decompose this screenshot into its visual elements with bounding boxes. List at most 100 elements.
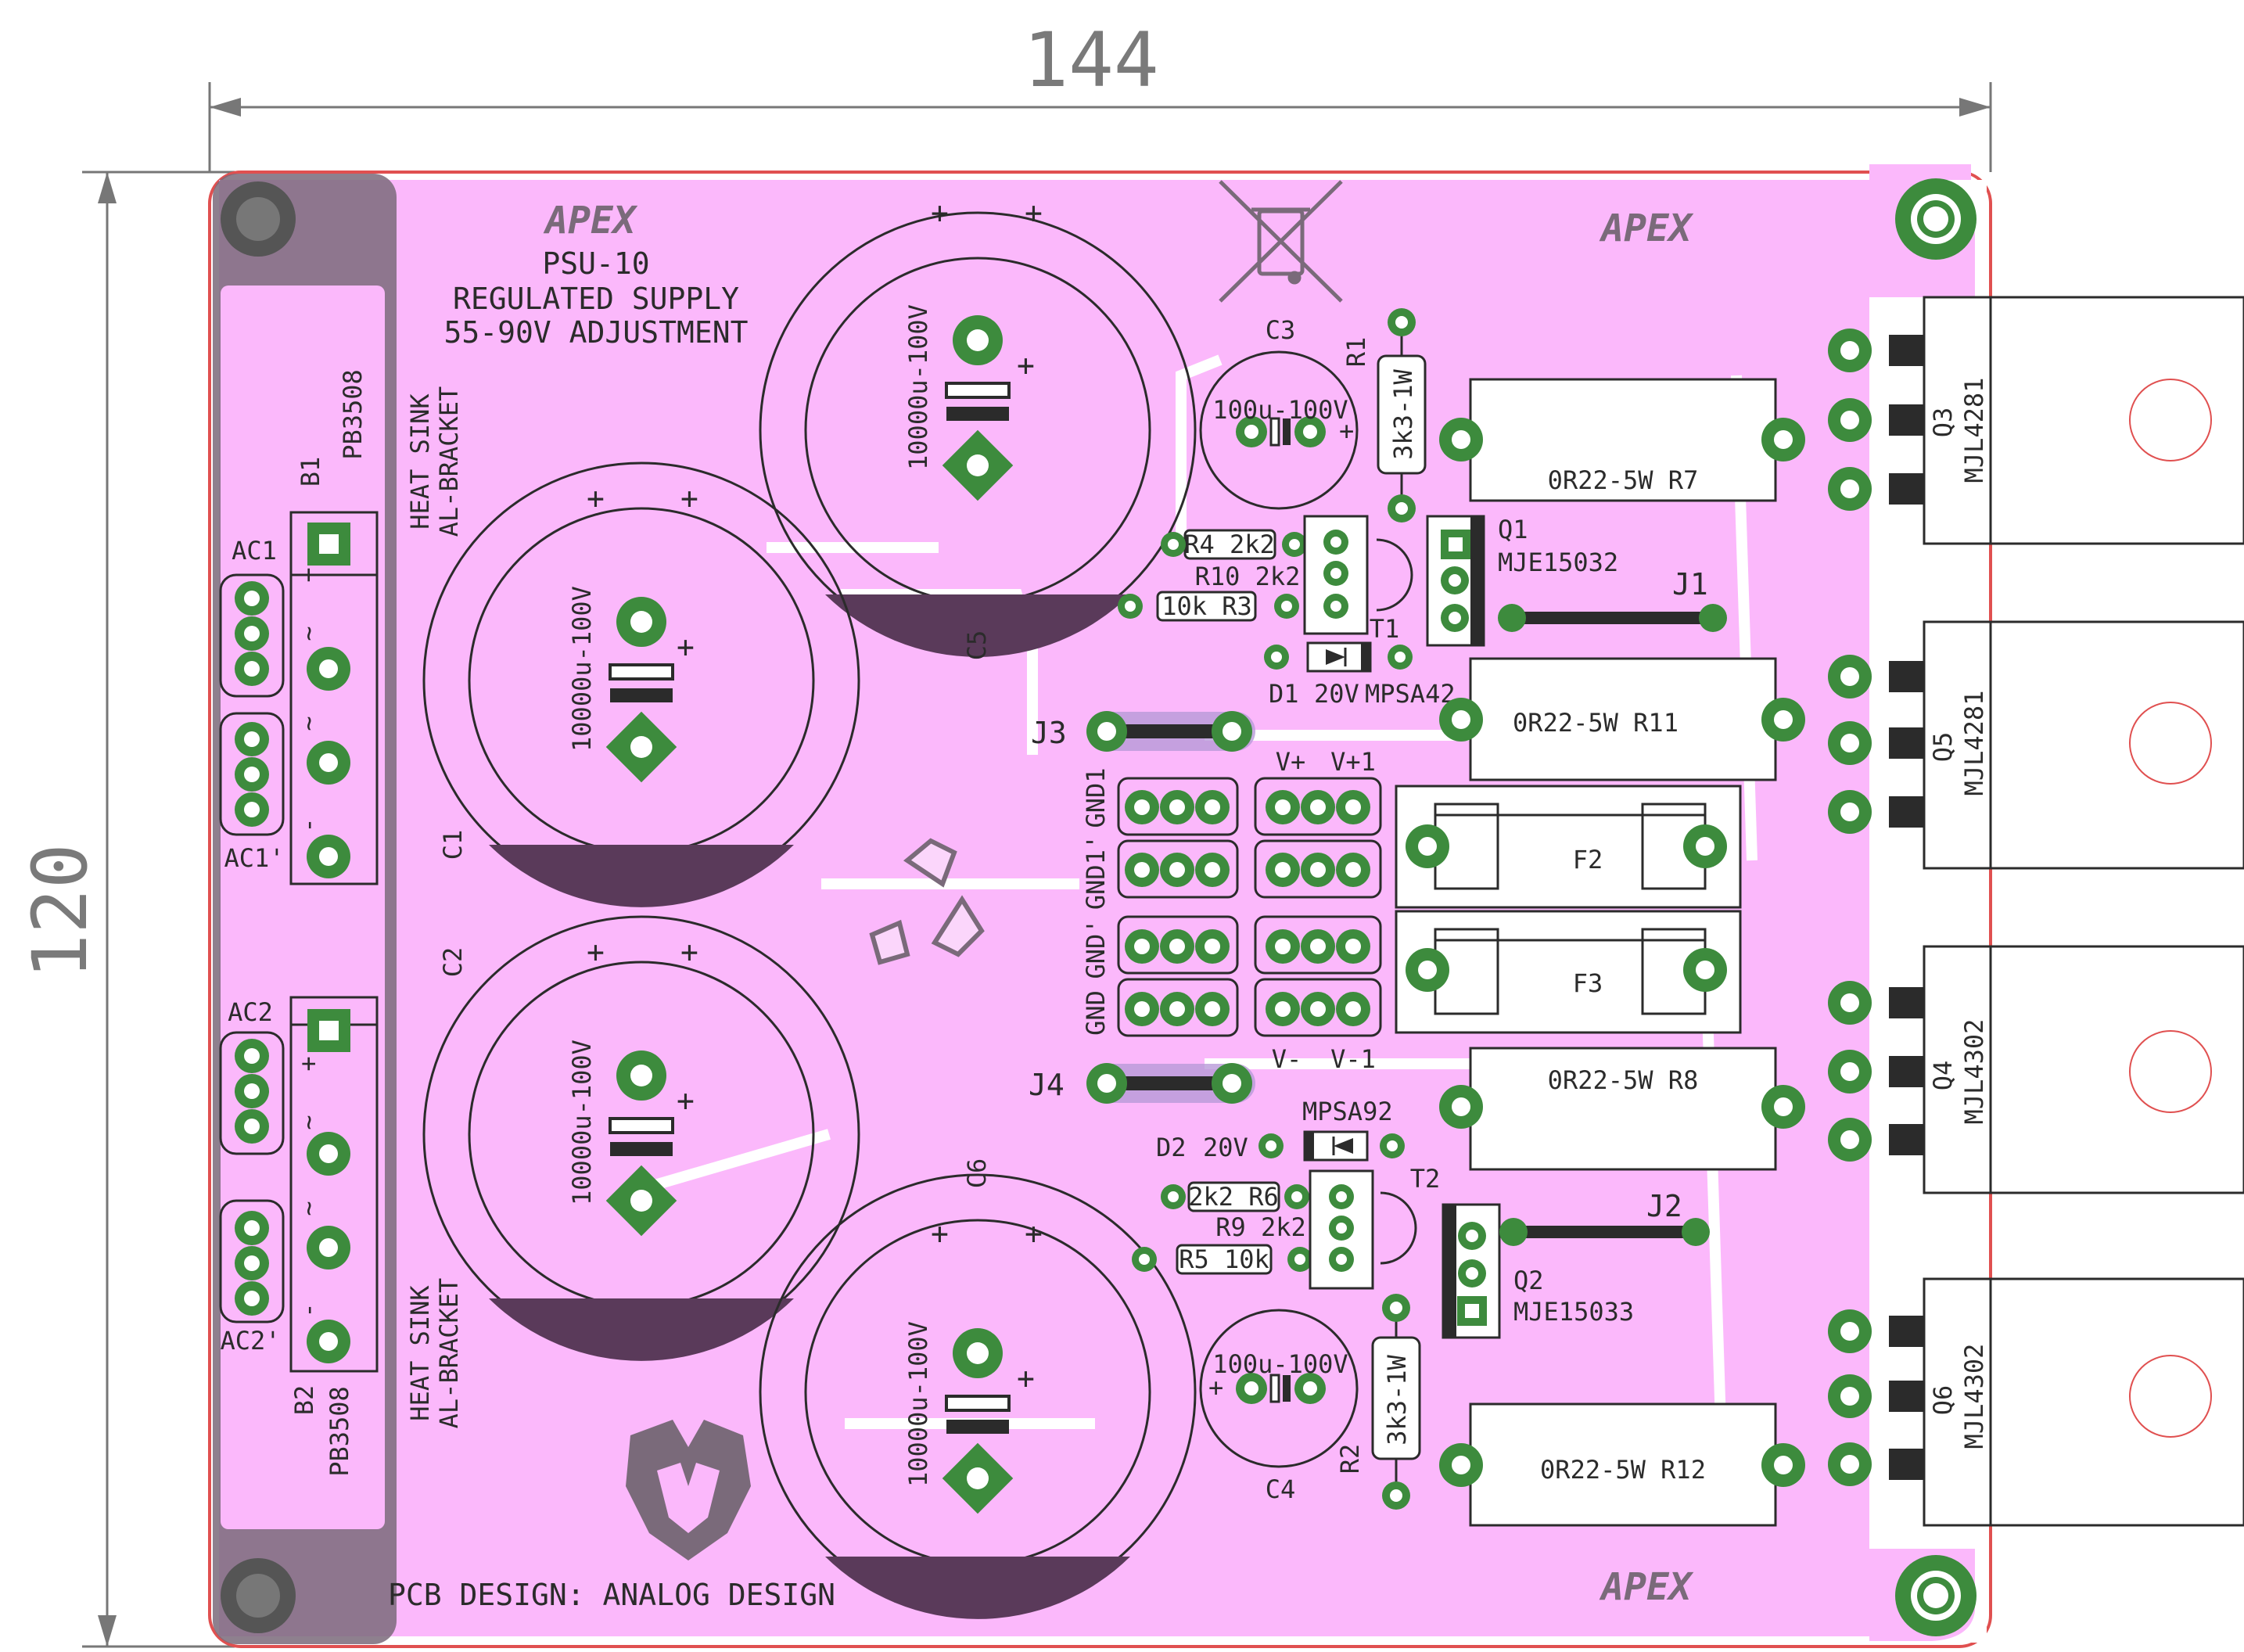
connector-ac2-prime: AC2'	[219, 1199, 285, 1356]
copper-pour	[219, 164, 1971, 1636]
svg-text:AL-BRACKET: AL-BRACKET	[434, 1278, 464, 1429]
svg-text:D2: D2	[1156, 1133, 1187, 1162]
svg-text:MJE15033: MJE15033	[1513, 1297, 1634, 1327]
svg-text:MPSA92: MPSA92	[1302, 1097, 1393, 1126]
width-dimension: 144	[208, 16, 1992, 172]
capacitor-c3: + 100u-100V C3	[1199, 315, 1359, 510]
lion-logo	[626, 1420, 751, 1560]
svg-text:~: ~	[293, 626, 323, 641]
svg-text:Q2: Q2	[1513, 1266, 1544, 1295]
output-transistor-q4: Q4 MJL4302	[1828, 945, 2244, 1194]
svg-text:-: -	[293, 1302, 323, 1317]
svg-text:V-1: V-1	[1330, 1044, 1376, 1074]
svg-text:+: +	[587, 481, 605, 515]
svg-text:GND': GND'	[1081, 918, 1111, 979]
svg-text:C2: C2	[438, 947, 468, 978]
svg-text:+: +	[1017, 1361, 1035, 1395]
capacitor-c2: ++ + 10000u-100V C2	[422, 915, 860, 1361]
svg-text:AC1': AC1'	[224, 843, 284, 873]
svg-text:B2: B2	[289, 1385, 319, 1416]
svg-text:J3: J3	[1031, 716, 1067, 750]
svg-text:R2: R2	[1335, 1444, 1365, 1474]
svg-text:R9 2k2: R9 2k2	[1215, 1212, 1306, 1242]
svg-text:PB3508: PB3508	[325, 1386, 354, 1477]
svg-text:T1: T1	[1370, 614, 1400, 644]
svg-text:MJL4302: MJL4302	[1959, 1344, 1989, 1449]
svg-text:Q1: Q1	[1498, 515, 1528, 544]
resistor-r2: 3k3-1W R2	[1335, 1294, 1421, 1510]
terminal-block-gnd: GND' GND	[1081, 915, 1239, 1037]
bridge-rectifier-b2: B2 PB3508 + ~ ~ -	[289, 996, 379, 1477]
svg-text:GND: GND	[1081, 990, 1111, 1036]
height-dimension-label: 120	[16, 843, 104, 979]
height-dimension: 120	[16, 171, 235, 1648]
svg-text:+: +	[931, 196, 949, 230]
svg-text:PB3508: PB3508	[338, 369, 368, 460]
svg-text:AC2: AC2	[228, 997, 273, 1027]
svg-text:0R22-5W R11: 0R22-5W R11	[1513, 708, 1679, 738]
svg-text:+: +	[293, 567, 323, 582]
width-dimension-label: 144	[1023, 16, 1158, 104]
svg-text:T2: T2	[1410, 1164, 1441, 1194]
apex-logo-top-left: APEX	[543, 199, 638, 242]
svg-text:C1: C1	[438, 830, 468, 860]
resistor-r8: 0R22-5W R8	[1439, 1047, 1805, 1171]
fuse-f2: F2	[1395, 785, 1742, 909]
svg-text:~: ~	[293, 1115, 323, 1129]
output-transistor-q3: Q3 MJL4281	[1828, 296, 2244, 545]
jumper-j1: J1	[1498, 567, 1727, 632]
output-transistor-q6: Q6 MJL4302	[1828, 1277, 2244, 1527]
transistor-t2: T2	[1309, 1164, 1441, 1290]
svg-text:V-: V-	[1272, 1044, 1302, 1074]
capacitor-c6: ++ + 10000u-100V C6	[759, 1158, 1197, 1619]
svg-text:Q3: Q3	[1928, 408, 1958, 438]
svg-text:10000u-100V: 10000u-100V	[903, 1321, 933, 1487]
transistor-t1: T1	[1303, 515, 1413, 644]
resistor-r6: 2k2 R6	[1161, 1181, 1309, 1212]
svg-text:+: +	[680, 481, 698, 515]
svg-text:0R22-5W R12: 0R22-5W R12	[1540, 1455, 1706, 1485]
svg-text:+: +	[293, 1056, 323, 1071]
svg-text:AL-BRACKET: AL-BRACKET	[434, 386, 464, 537]
apex-logo-bottom-right: APEX	[1599, 1565, 1694, 1609]
title-line2: REGULATED SUPPLY	[453, 282, 739, 316]
svg-text:C4: C4	[1266, 1474, 1296, 1504]
diode-d2: D2 20V MPSA92	[1156, 1097, 1405, 1162]
svg-text:V+1: V+1	[1330, 747, 1376, 777]
weee-bin-icon	[1219, 180, 1343, 303]
connector-ac2: AC2	[219, 997, 285, 1155]
title-line3: 55-90V ADJUSTMENT	[444, 315, 749, 350]
jumper-j3: J3	[1031, 711, 1255, 752]
svg-text:+: +	[587, 935, 605, 969]
connector-ac1: AC1	[219, 536, 285, 698]
svg-text:0R22-5W R8: 0R22-5W R8	[1548, 1065, 1699, 1095]
svg-text:~: ~	[293, 1201, 323, 1216]
svg-text:~: ~	[293, 716, 323, 731]
svg-text:GND1': GND1'	[1081, 835, 1111, 910]
svg-text:Q4: Q4	[1928, 1061, 1958, 1091]
svg-text:+: +	[1339, 416, 1354, 446]
apex-logo-top-right: APEX	[1599, 206, 1694, 250]
resistor-r5: R5 10k	[1132, 1244, 1312, 1275]
mounting-holes	[221, 178, 1977, 1636]
svg-text:F3: F3	[1573, 968, 1603, 998]
svg-text:D1: D1	[1269, 679, 1299, 709]
svg-text:+: +	[677, 630, 695, 664]
svg-text:20V: 20V	[1314, 679, 1359, 709]
svg-text:+: +	[1025, 1216, 1043, 1251]
resistor-r11: 0R22-5W R11	[1439, 657, 1805, 781]
svg-text:+: +	[931, 1216, 949, 1251]
svg-text:20V: 20V	[1203, 1133, 1248, 1162]
svg-text:+: +	[1017, 348, 1035, 382]
resistor-r4: R4 2k2	[1161, 529, 1307, 560]
capacitor-c5: ++ + 10000u-100V C5	[759, 196, 1197, 660]
svg-text:3k3-1W: 3k3-1W	[1382, 1354, 1412, 1445]
svg-text:J4: J4	[1029, 1068, 1065, 1102]
terminal-block-vplus: V+ V+1	[1254, 747, 1382, 899]
svg-text:GND1: GND1	[1081, 767, 1111, 828]
svg-text:-: -	[293, 817, 323, 832]
terminal-block-vminus: V- V-1	[1254, 915, 1382, 1074]
svg-text:MJL4281: MJL4281	[1959, 378, 1989, 483]
svg-text:100u-100V: 100u-100V	[1212, 1349, 1348, 1379]
